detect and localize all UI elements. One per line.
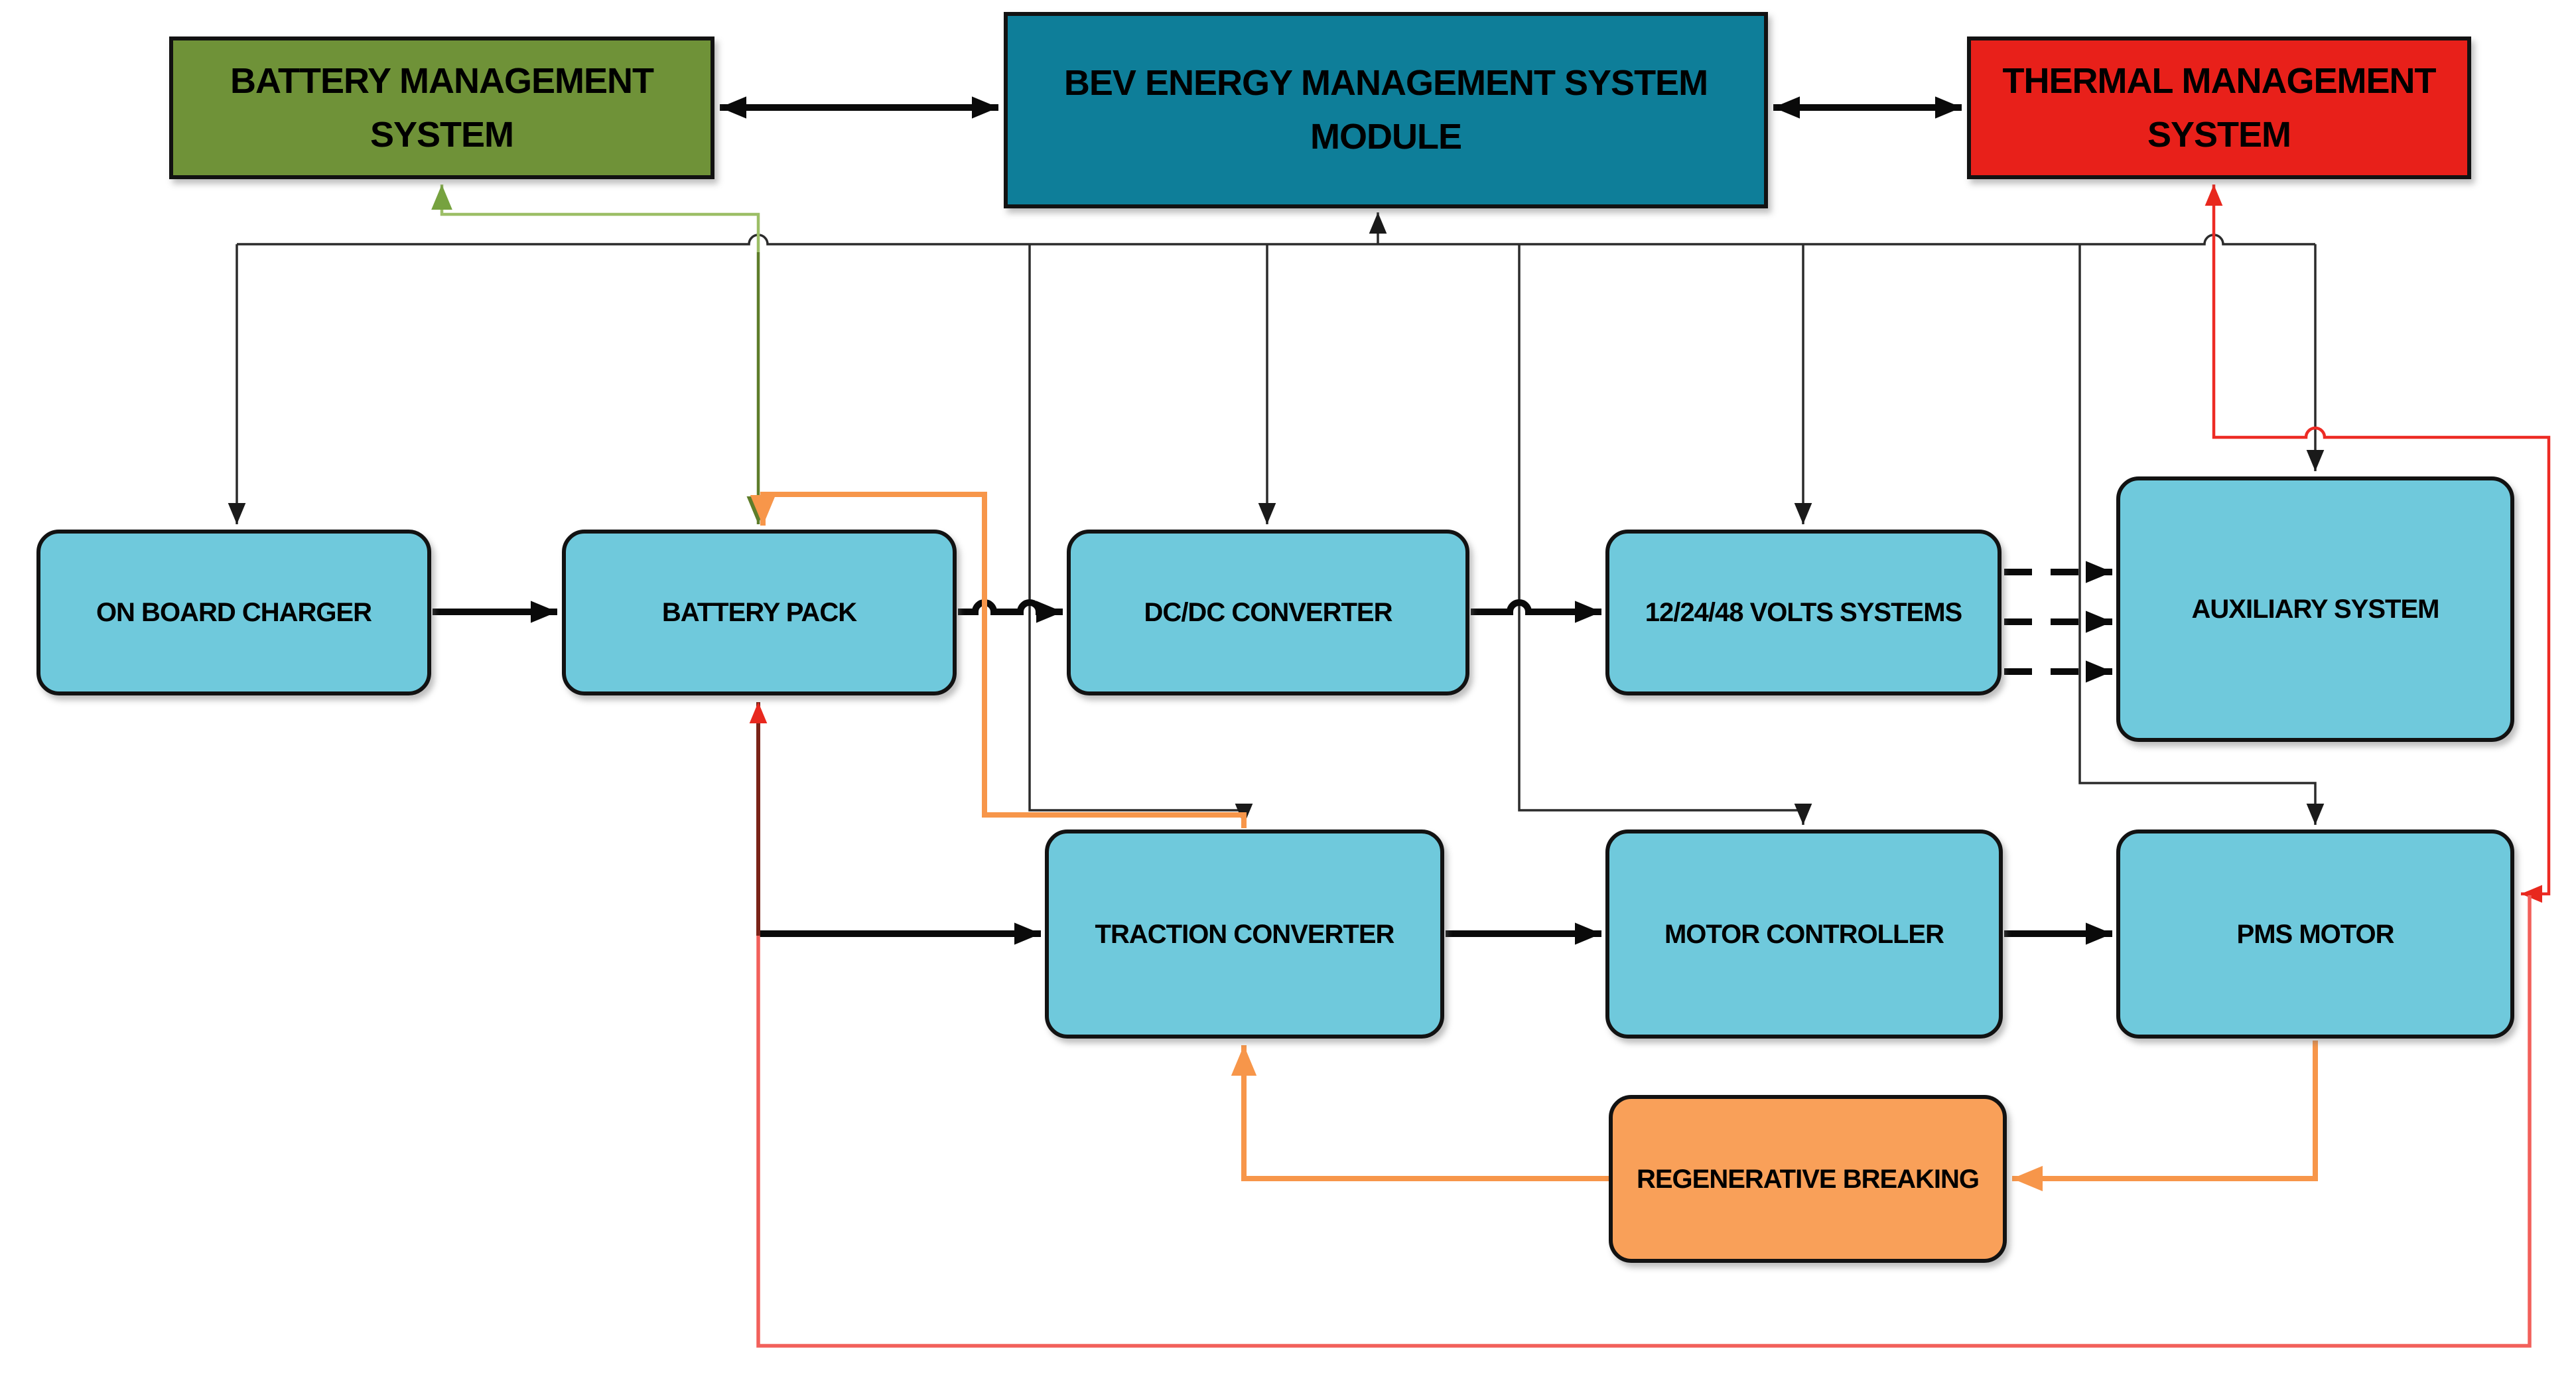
node-label: AUXILIARY SYSTEM [2191,595,2440,624]
node-battery-management-system: BATTERY MANAGEMENT SYSTEM [169,36,714,179]
control-bus-line [237,234,2315,246]
node-12-24-48-volts-systems: 12/24/48 VOLTS SYSTEMS [1605,530,2001,695]
arrow-orange-pms-to-regen [2012,1041,2318,1192]
arrow-red-thermal-pms-bidirectional [2204,184,2551,903]
node-dcdc-converter: DC/DC CONVERTER [1067,530,1469,695]
node-label: BATTERY MANAGEMENT SYSTEM [230,60,654,155]
node-traction-converter: TRACTION CONVERTER [1045,830,1444,1039]
arrow-orange-traction-to-battery-pack [750,492,1247,828]
node-label: TRACTION CONVERTER [1095,919,1395,949]
node-thermal-management-system: THERMAL MANAGEMENT SYSTEM [1967,36,2471,179]
node-label: THERMAL MANAGEMENT SYSTEM [2002,60,2437,155]
node-label: BEV ENERGY MANAGEMENT SYSTEM MODULE [1063,63,1708,157]
node-battery-pack: BATTERY PACK [562,530,957,695]
node-on-board-charger: ON BOARD CHARGER [36,530,431,695]
node-label: DC/DC CONVERTER [1144,598,1393,627]
node-label: ON BOARD CHARGER [96,598,372,627]
node-bev-energy-management-module: BEV ENERGY MANAGEMENT SYSTEM MODULE [1004,12,1768,208]
node-label: MOTOR CONTROLLER [1664,919,1944,949]
node-label: BATTERY PACK [661,598,857,627]
node-auxiliary-system: AUXILIARY SYSTEM [2116,476,2514,742]
node-label: PMS MOTOR [2236,919,2395,949]
arrow-dcdc-to-volts [1471,599,1601,623]
node-label: 12/24/48 VOLTS SYSTEMS [1645,598,1962,627]
arrow-green-to-bms [431,184,760,252]
arrow-battery-pack-to-dcdc [958,599,1063,623]
node-regenerative-breaking: REGENERATIVE BREAKING [1609,1095,2007,1263]
node-motor-controller: MOTOR CONTROLLER [1605,830,2003,1039]
line-red-pms-bottom-loop [756,895,2532,1348]
node-label: REGENERATIVE BREAKING [1636,1164,1980,1194]
bus-arrow-motor-controller [1518,244,1812,825]
arrow-orange-regen-to-traction [1231,1045,1609,1181]
node-pms-motor: PMS MOTOR [2116,830,2514,1039]
